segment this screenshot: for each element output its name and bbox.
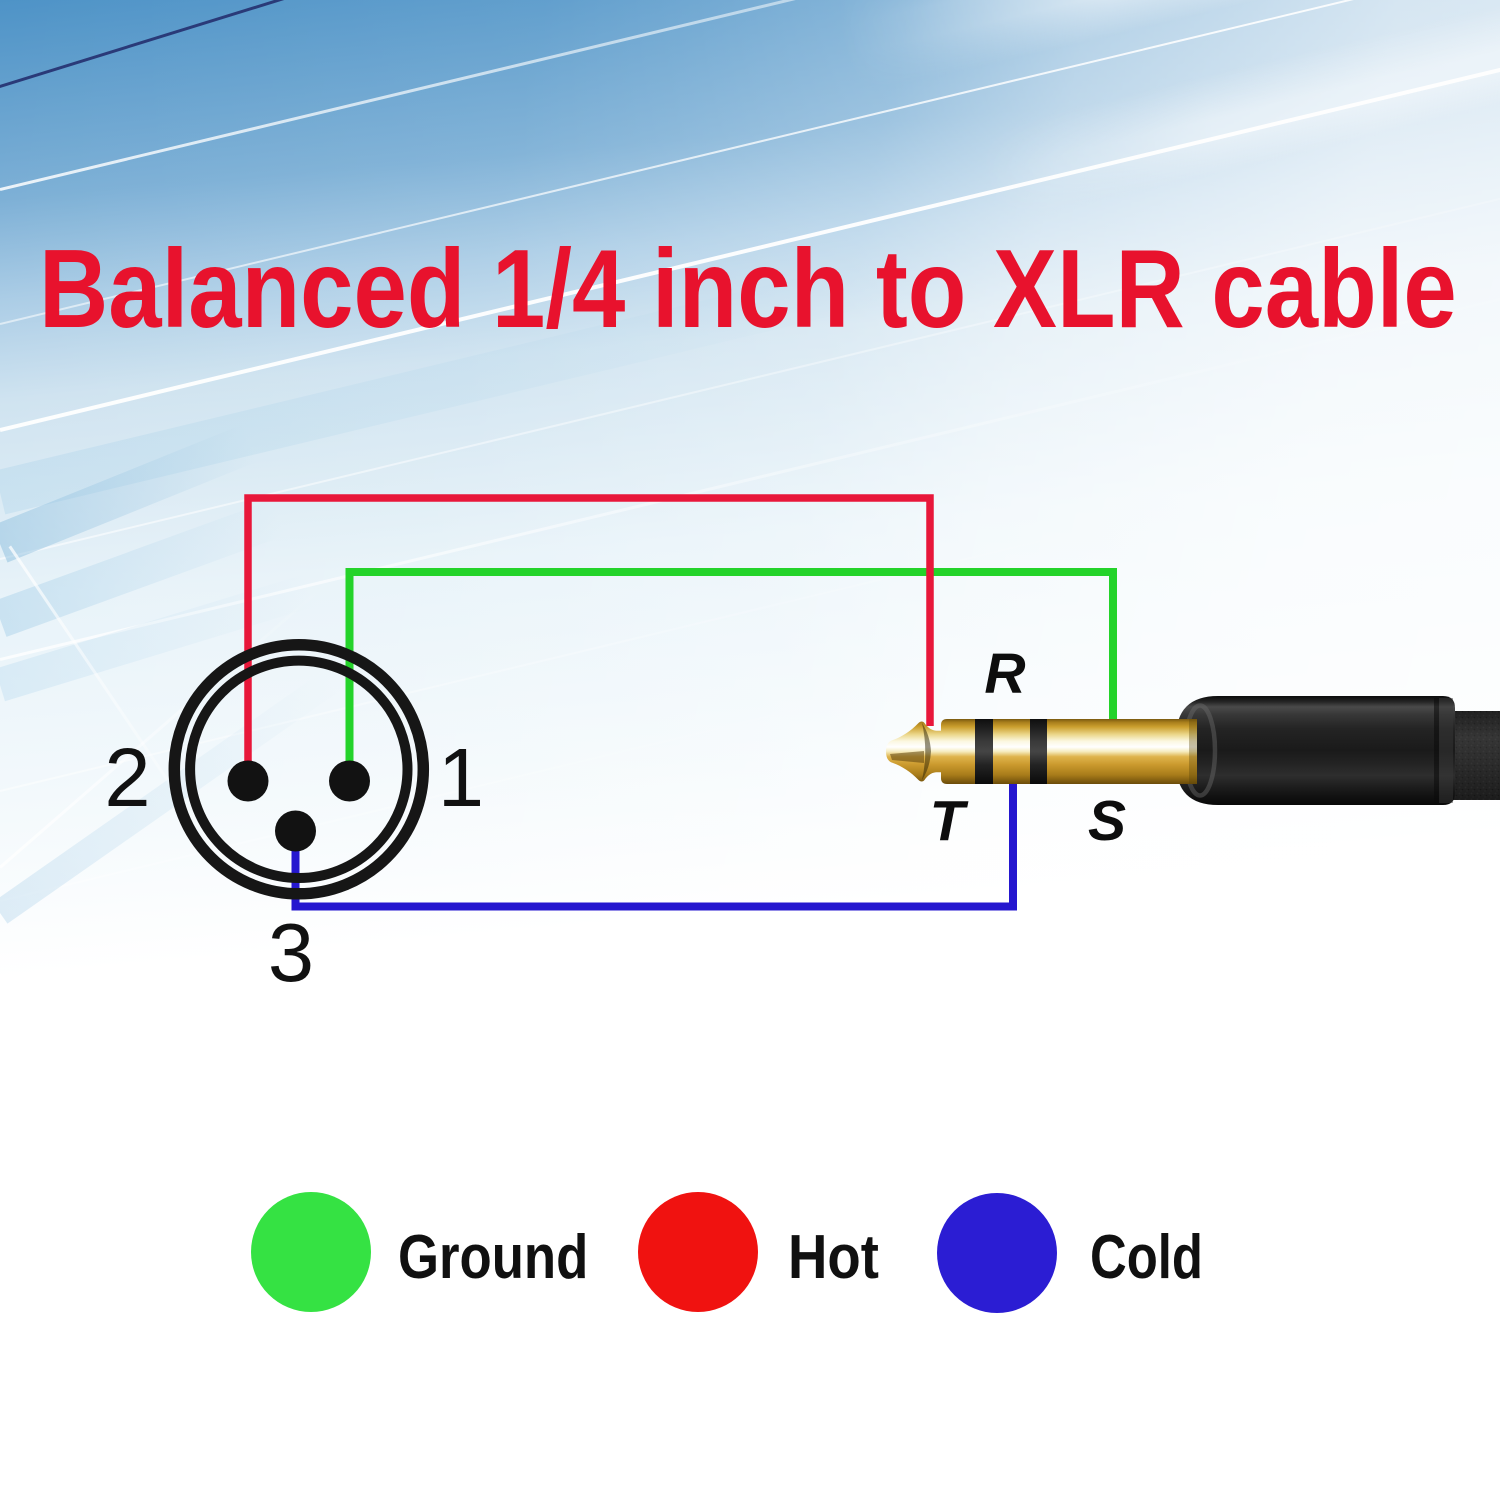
svg-text:S: S <box>1088 789 1126 853</box>
svg-text:2: 2 <box>104 731 150 824</box>
svg-text:T: T <box>930 789 969 853</box>
svg-text:3: 3 <box>268 906 314 999</box>
svg-text:R: R <box>984 642 1025 706</box>
svg-text:1: 1 <box>438 731 484 824</box>
